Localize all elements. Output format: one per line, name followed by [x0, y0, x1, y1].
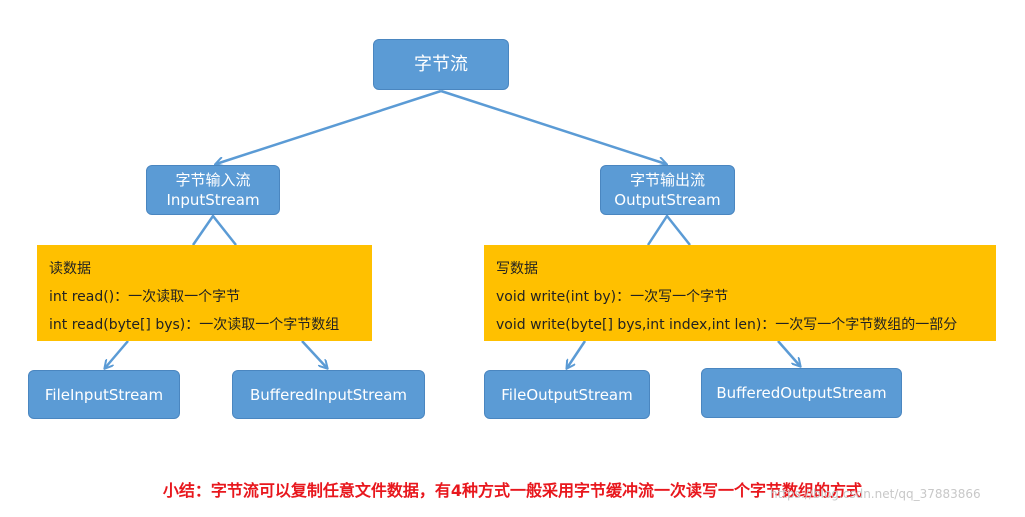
arrow-root-to-output [440, 89, 666, 164]
root-node: 字节流 [373, 39, 509, 90]
buffered-output-stream-node: BufferedOutputStream [701, 368, 902, 418]
write-panel-heading: 写数据 [496, 261, 538, 277]
write-method-line: void write(int by)：一次写一个字节 [496, 289, 729, 305]
read-method-line: int read(byte[] bys)：一次读取一个字节数组 [49, 317, 340, 333]
buffered-input-stream-node: BufferedInputStream [232, 370, 425, 419]
read-panel-heading: 读数据 [49, 261, 91, 277]
root-label: 字节流 [414, 53, 468, 75]
input-stream-title: 字节输入流 [175, 171, 251, 189]
buffered-input-stream-label: BufferedInputStream [249, 385, 408, 404]
summary-text: 小结：字节流可以复制任意文件数据，有4种方式一般采用字节缓冲流一次读写一个字节数… [162, 481, 863, 500]
write-method-line: void write(byte[] bys,int index,int len)… [496, 317, 958, 333]
connector-output-to-panel [646, 213, 691, 246]
file-input-stream-node: FileInputStream [28, 370, 180, 419]
arrow-root-to-input [216, 89, 442, 164]
file-input-stream-label: FileInputStream [44, 385, 164, 404]
write-data-panel: 写数据 void write(int by)：一次写一个字节 void writ… [484, 245, 996, 341]
arrow-panel-to-fileinputstream [105, 340, 129, 368]
arrow-panel-to-bufferedinputstream [301, 340, 327, 368]
input-stream-node: 字节输入流 InputStream [146, 165, 280, 215]
watermark-text: https://blog.csdn.net/qq_37883866 [770, 487, 981, 501]
file-output-stream-label: FileOutputStream [501, 385, 633, 404]
input-stream-subtitle: InputStream [166, 191, 260, 209]
output-stream-title: 字节输出流 [629, 171, 705, 189]
connector-input-to-panel [191, 213, 237, 246]
read-data-panel: 读数据 int read()：一次读取一个字节 int read(byte[] … [37, 245, 372, 341]
arrow-panel-to-fileoutputstream [567, 340, 587, 368]
output-stream-node: 字节输出流 OutputStream [600, 165, 735, 215]
output-stream-subtitle: OutputStream [614, 191, 721, 209]
file-output-stream-node: FileOutputStream [484, 370, 650, 419]
arrow-panel-to-bufferedoutputstream [777, 340, 800, 366]
buffered-output-stream-label: BufferedOutputStream [716, 384, 887, 402]
read-method-line: int read()：一次读取一个字节 [49, 289, 241, 305]
